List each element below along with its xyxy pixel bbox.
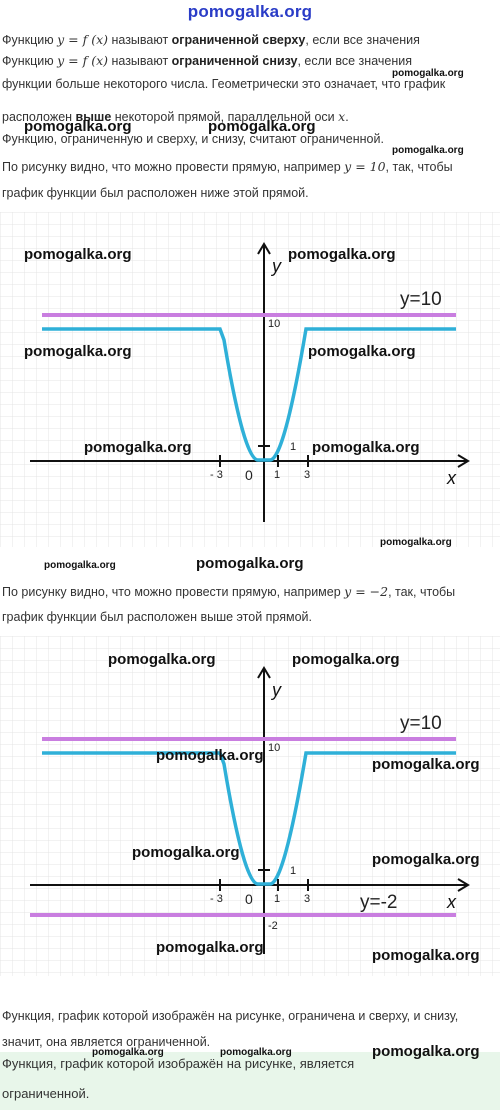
watermark: pomogalka.org xyxy=(372,1043,480,1060)
watermark: pomogalka.org xyxy=(108,651,216,668)
watermark: pomogalka.org xyxy=(208,118,316,135)
watermark: pomogalka.org xyxy=(312,439,420,456)
watermark: pomogalka.org xyxy=(288,246,396,263)
watermark: pomogalka.org xyxy=(156,939,264,956)
watermark: pomogalka.org xyxy=(372,947,480,964)
site-title: pomogalka.org xyxy=(187,2,313,21)
watermark: pomogalka.org xyxy=(392,145,464,156)
x-axis-label: x xyxy=(446,892,457,912)
tick-label: 10 xyxy=(268,742,280,754)
tick-label: - 3 xyxy=(210,469,223,481)
answer-box xyxy=(0,1052,500,1110)
explanation-upper-bound: По рисунку видно, что можно провести пря… xyxy=(2,159,453,200)
upper-bound-label: y=10 xyxy=(400,289,442,310)
watermark: pomogalka.org xyxy=(156,747,264,764)
watermark: pomogalka.org xyxy=(392,68,464,79)
answer-text: Функция, график которой изображён на рис… xyxy=(2,1056,355,1101)
watermark: pomogalka.org xyxy=(132,844,240,861)
grid xyxy=(0,636,500,976)
watermark: pomogalka.org xyxy=(84,439,192,456)
watermark: pomogalka.org xyxy=(372,851,480,868)
y-axis-arrow xyxy=(257,666,271,679)
y-axis-label: y xyxy=(270,680,282,700)
function-curve xyxy=(42,327,456,462)
tick-label: -2 xyxy=(268,920,278,932)
watermark: pomogalka.org xyxy=(220,1047,292,1058)
grid xyxy=(0,212,500,547)
tick-label: 10 xyxy=(268,318,280,330)
tick-label: 1 xyxy=(274,893,280,905)
watermark: pomogalka.org xyxy=(196,555,304,572)
tick-label: 1 xyxy=(290,865,296,877)
watermark: pomogalka.org xyxy=(44,560,116,571)
tick-label: 1 xyxy=(290,441,296,453)
watermark: pomogalka.org xyxy=(24,343,132,360)
watermark: pomogalka.org xyxy=(308,343,416,360)
graph-lower-bound: y x - 3 0 1 3 10 1 -2 y=10 y=-2 xyxy=(0,636,500,976)
watermark: pomogalka.org xyxy=(292,651,400,668)
y-axis-label: y xyxy=(270,256,282,276)
graph-upper-bound: y x - 3 0 1 3 10 1 y=10 xyxy=(0,212,500,547)
function-curve xyxy=(42,751,456,886)
tick-label: 3 xyxy=(304,893,310,905)
definition-bounded-above: Функцию y = f (x) называют ограниченной … xyxy=(2,32,420,47)
tick-label: 3 xyxy=(304,469,310,481)
formula: y = f (x) xyxy=(57,53,109,68)
formula: y = f (x) xyxy=(57,32,109,47)
definition-bounded: Функцию, ограниченную и сверху, и снизу,… xyxy=(2,132,384,146)
watermark: pomogalka.org xyxy=(92,1047,164,1058)
x-axis-label: x xyxy=(446,468,457,488)
watermark: pomogalka.org xyxy=(380,537,452,548)
watermark: pomogalka.org xyxy=(24,118,132,135)
tick-label: 0 xyxy=(245,467,253,483)
explanation-lower-bound: По рисунку видно, что можно провести пря… xyxy=(2,584,456,624)
definition-bounded-below: Функцию y = f (x) называют ограниченной … xyxy=(2,53,446,124)
watermark: pomogalka.org xyxy=(372,756,480,773)
y-axis-arrow xyxy=(257,242,271,255)
tick-label: 0 xyxy=(245,891,253,907)
watermark: pomogalka.org xyxy=(24,246,132,263)
tick-label: - 3 xyxy=(210,893,223,905)
conclusion: Функция, график которой изображён на рис… xyxy=(2,1009,459,1049)
tick-label: 1 xyxy=(274,469,280,481)
lower-bound-label: y=-2 xyxy=(360,892,398,913)
x-axis-arrow xyxy=(457,454,470,468)
x-axis-arrow xyxy=(457,878,470,892)
upper-bound-label: y=10 xyxy=(400,713,442,734)
